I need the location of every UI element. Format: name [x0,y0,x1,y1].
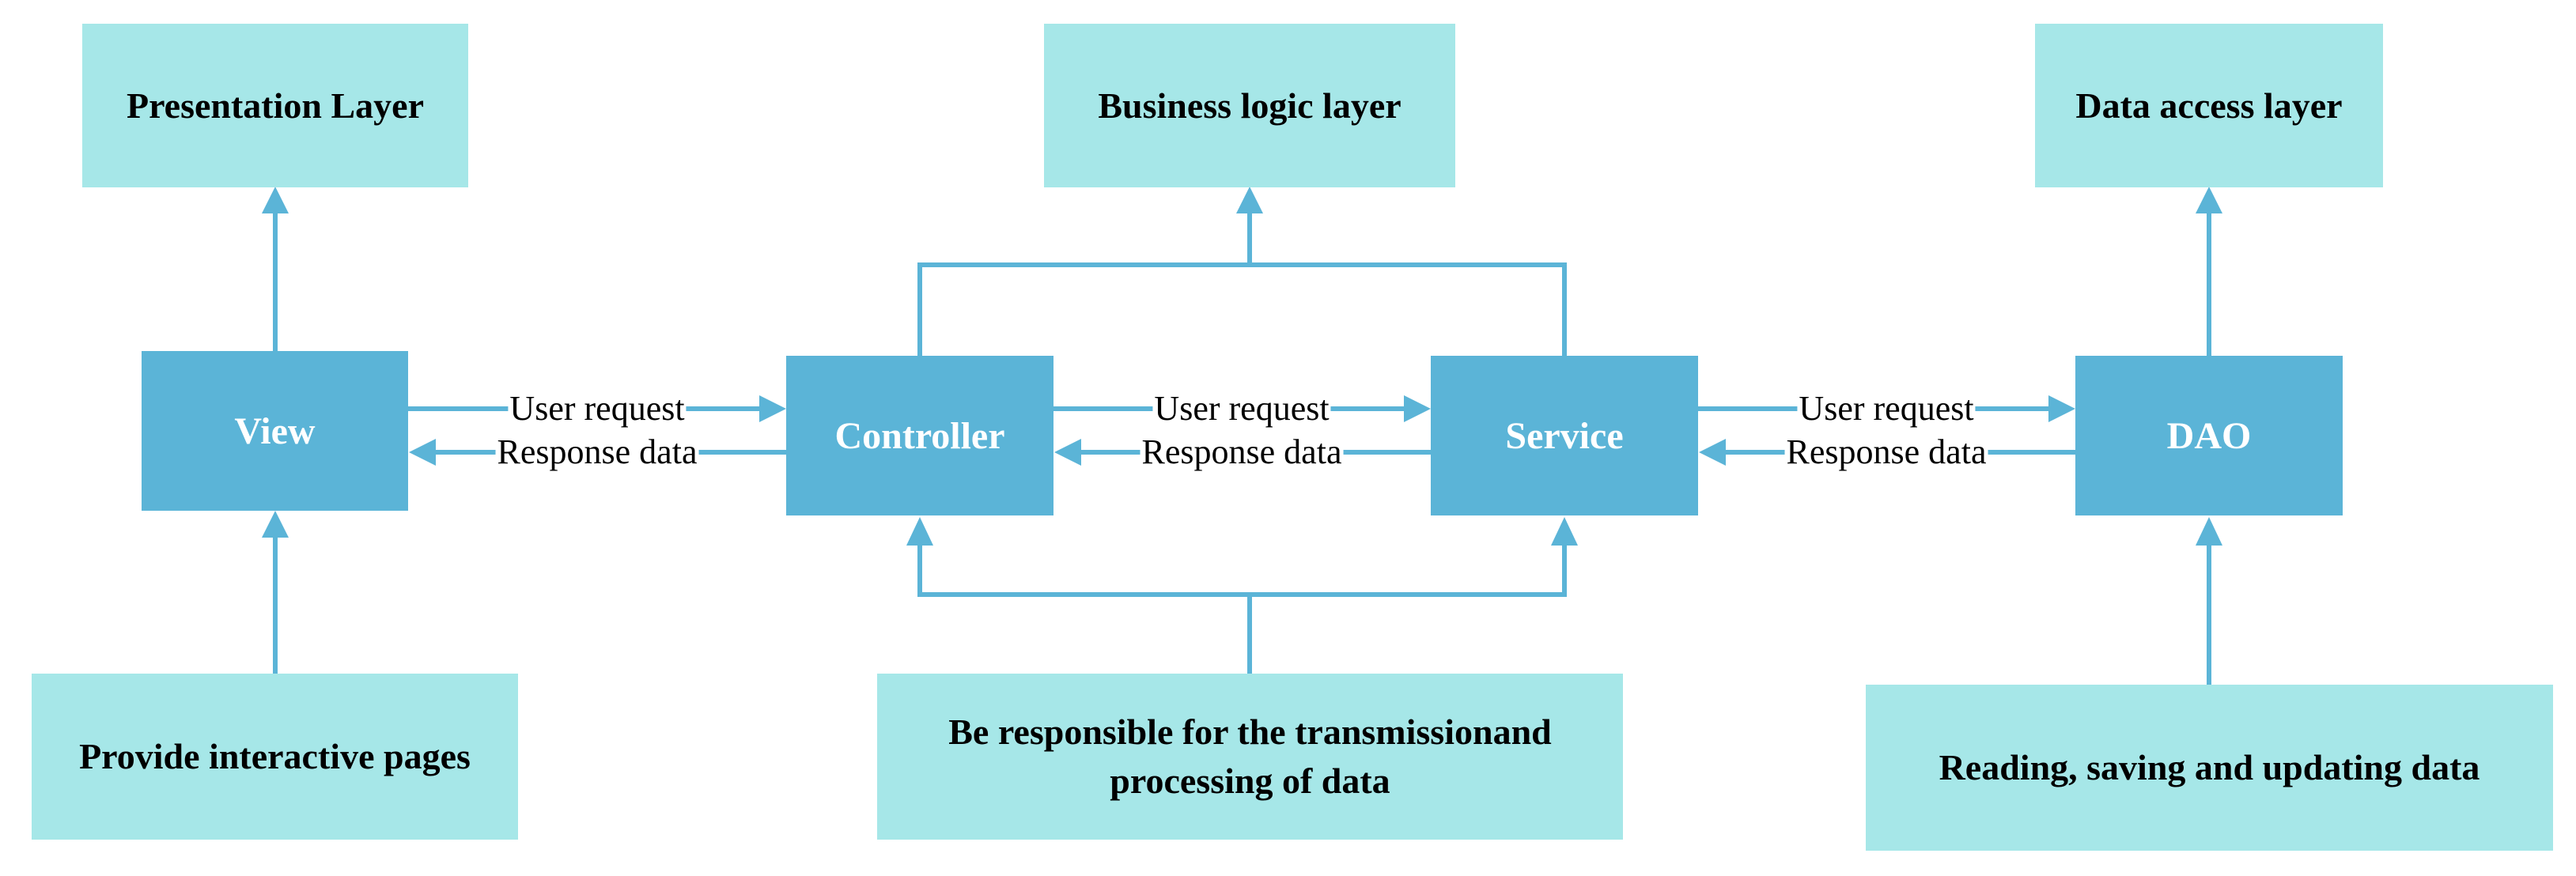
edge-label-response: Response data [1784,432,1988,472]
service-box: Service [1431,356,1698,515]
edge-label-response: Response data [495,432,699,472]
arrowhead [759,395,786,422]
edge-label-response: Response data [1140,432,1344,472]
arrowhead [1404,395,1431,422]
arrowhead [2196,187,2222,213]
arrowhead [2048,395,2075,422]
data-access-layer-box: Data access layer [2035,24,2383,187]
arrowhead [1699,439,1726,466]
edge-label-request: User request [1152,389,1331,429]
edge-label-request: User request [508,389,687,429]
dao-description-box: Reading, saving and updating data [1866,685,2553,851]
edge-label-request: User request [1797,389,1976,429]
arrowhead [262,511,289,538]
business-logic-layer-box: Business logic layer [1044,24,1455,187]
arrowhead [409,439,436,466]
arrowhead [1551,517,1578,546]
arrowhead [1054,439,1081,466]
dao-box: DAO [2075,356,2343,515]
arrowhead [262,187,289,213]
arrowhead [1236,187,1263,213]
arrowhead [2196,517,2222,546]
view-description-box: Provide interactive pages [32,674,518,840]
view-box: View [142,351,408,511]
logic-description-box: Be responsible for the transmissionand p… [877,674,1623,840]
arrowhead [906,517,933,546]
presentation-layer-box: Presentation Layer [82,24,468,187]
controller-box: Controller [786,356,1053,515]
